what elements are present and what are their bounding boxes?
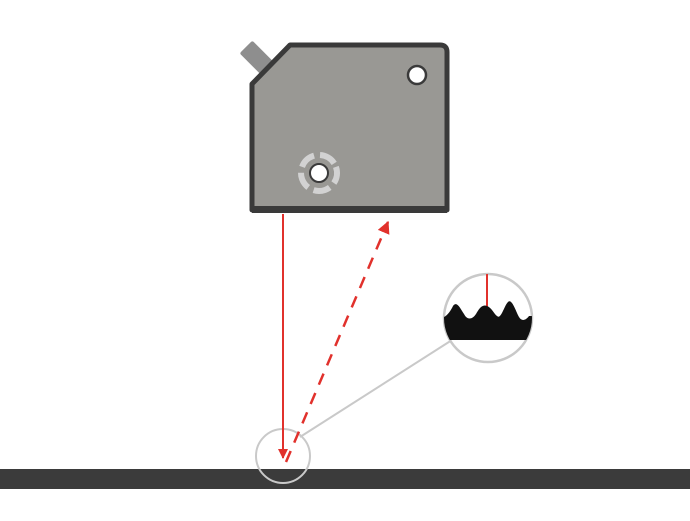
- reflected-beam: [284, 220, 390, 463]
- target-surface: [0, 469, 690, 489]
- laser-sensor-icon: [249, 42, 450, 213]
- rough-surface-profile: [444, 301, 532, 340]
- status-indicator-icon: [406, 64, 428, 86]
- callout-line: [299, 339, 453, 438]
- emitter-lens-icon: [298, 152, 340, 194]
- magnifier-detail-icon: [442, 272, 534, 364]
- sensor-base-strip: [252, 206, 447, 213]
